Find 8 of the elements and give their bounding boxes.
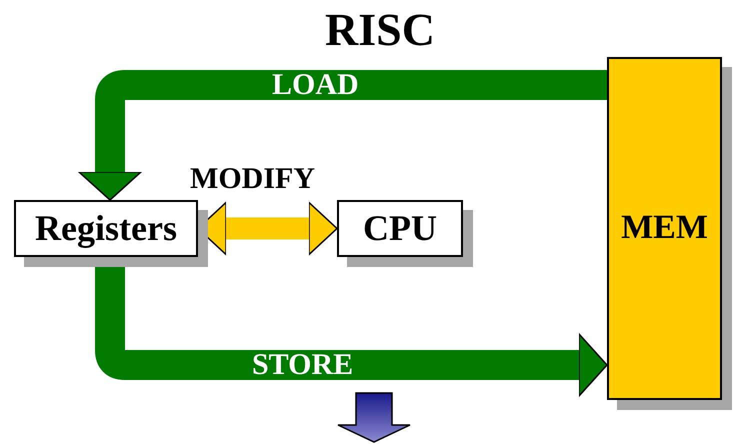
edge-label: MODIFY xyxy=(190,162,315,196)
diagram-title: RISC xyxy=(324,3,436,57)
box-label: Registers xyxy=(35,207,177,250)
edge-label: STORE xyxy=(252,348,354,382)
arrow xyxy=(78,70,607,201)
box-label: MEM xyxy=(621,208,708,248)
edge-label: LOAD xyxy=(272,68,359,102)
box-label: CPU xyxy=(363,207,437,250)
